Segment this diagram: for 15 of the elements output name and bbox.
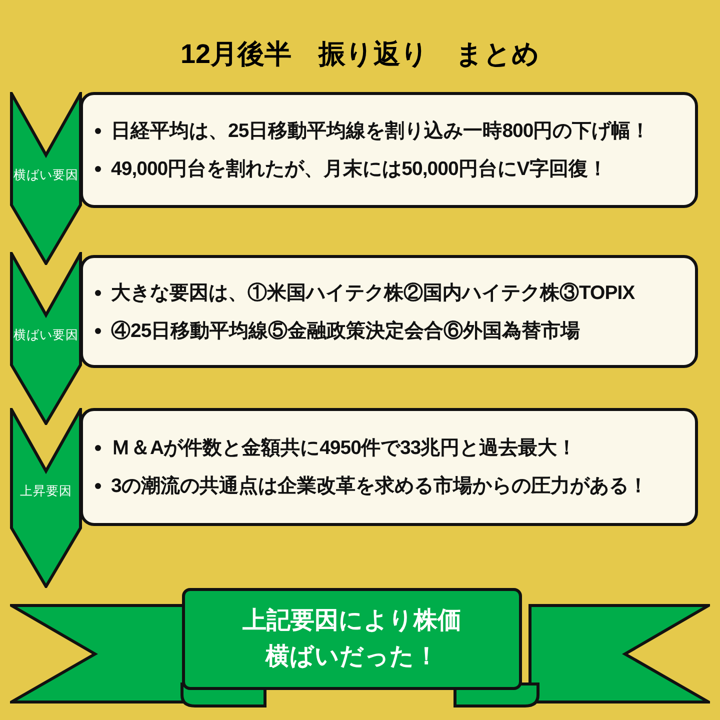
ribbon-banner xyxy=(182,588,522,690)
text-box xyxy=(80,92,698,208)
bullet-text: ④25日移動平均線⑤金融政策決定会合⑥外国為替市場 xyxy=(111,318,580,342)
chevron-label: 横ばい要因 xyxy=(14,167,78,184)
bullet-text: 大きな要因は、①米国ハイテク株②国内ハイテク株③TOPIX xyxy=(111,280,635,304)
text-box xyxy=(80,408,698,526)
bullet-text: Ｍ＆Aが件数と金額共に4950件で33兆円と過去最大！ xyxy=(111,436,577,460)
chevron-label: 上昇要因 xyxy=(20,483,72,500)
title: 12月後半 振り返り まとめ xyxy=(180,38,540,71)
banner-text: 上記要因により株価横ばいだった！ xyxy=(242,606,462,672)
text-box xyxy=(80,255,698,368)
bullet-text: 3の潮流の共通点は企業改革を求める市場からの圧力がある！ xyxy=(111,474,648,498)
bullet-text: 日経平均は、25日移動平均線を割り込み一時800円の下げ幅！ xyxy=(111,119,650,143)
bullet-text: 49,000円台を割れたが、月末には50,000円台にV字回復！ xyxy=(111,157,608,181)
chevron-label: 横ばい要因 xyxy=(14,327,78,344)
